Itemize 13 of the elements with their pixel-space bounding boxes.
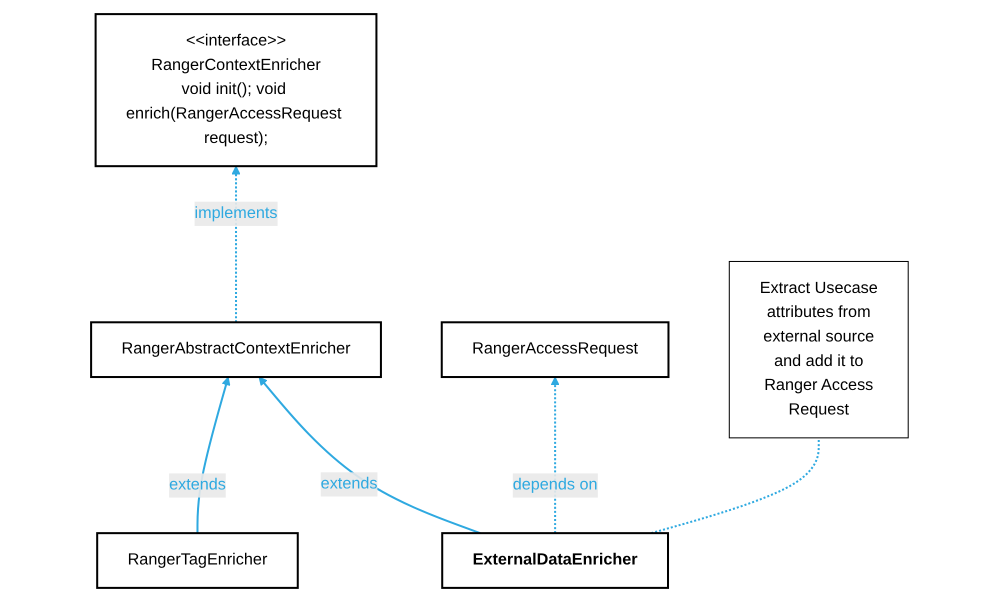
- edge-label: depends on: [512, 476, 598, 494]
- node-box: ExternalDataEnricher: [441, 532, 669, 588]
- arrow: [231, 165, 240, 322]
- edge-label: implements: [194, 204, 278, 222]
- edge-label: extends: [168, 476, 226, 494]
- arrow: [258, 376, 480, 534]
- arrow: [550, 376, 560, 533]
- node-box: <<interface>> RangerContextEnricher void init(); void enrich(RangerAccessRequest request);: [94, 12, 378, 167]
- node-box: RangerAbstractContextEnricher: [90, 320, 382, 378]
- edge-label: extends: [320, 474, 378, 492]
- node-box: Extract Usecase attributes from external source and add it to Ranger Access Request: [728, 260, 909, 438]
- node-box: RangerTagEnricher: [96, 532, 299, 588]
- node-box: RangerAccessRequest: [440, 320, 670, 378]
